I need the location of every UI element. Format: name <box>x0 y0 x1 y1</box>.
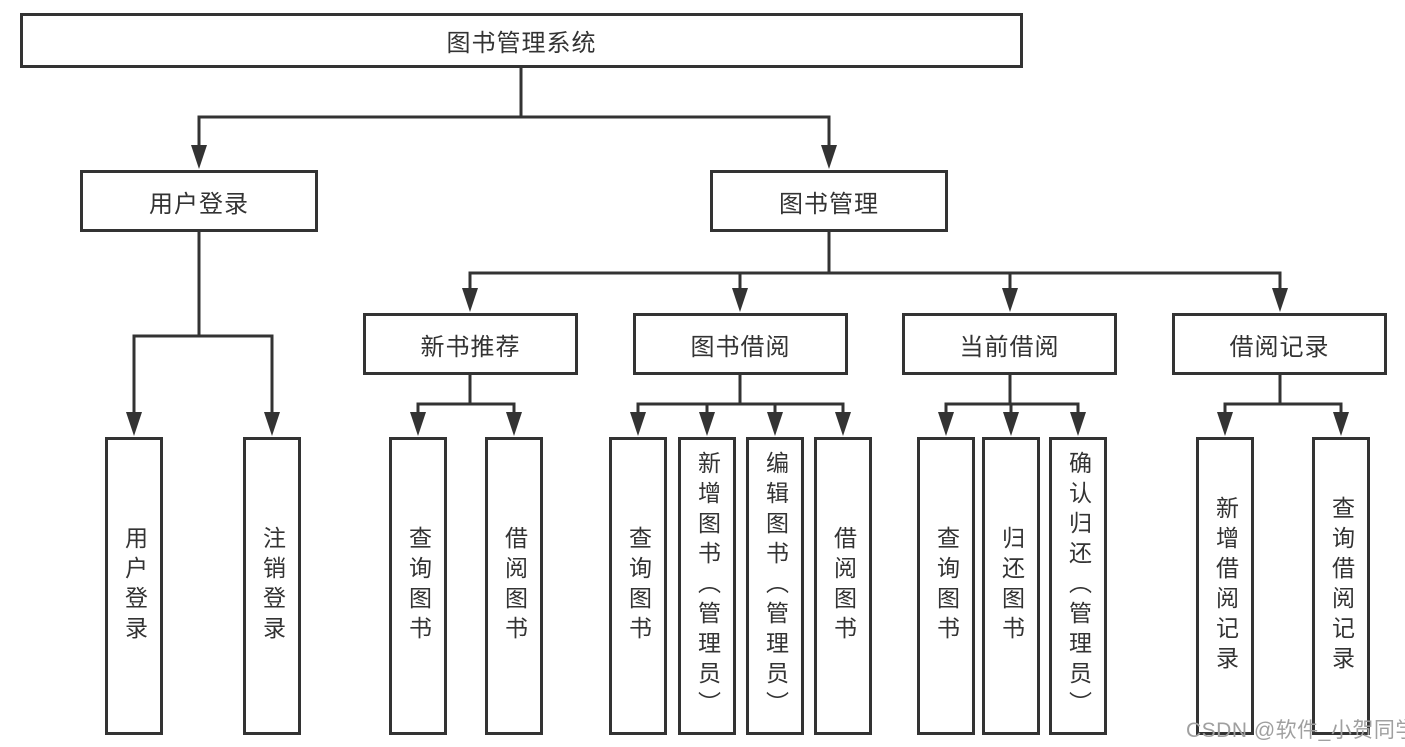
leaf-borrow-books-recommend: 借阅图书 <box>485 437 543 735</box>
node-new-book-recommend: 新书推荐 <box>363 313 578 375</box>
node-book-management-label: 图书管理 <box>779 190 879 218</box>
node-current-borrow: 当前借阅 <box>902 313 1117 375</box>
leaf-edit-book-admin: 编辑图书（管理员） <box>746 437 804 735</box>
leaf-borrow-books: 借阅图书 <box>814 437 872 735</box>
csdn-watermark: CSDN @软件_小贺同学 <box>1186 719 1405 742</box>
leaf-borrow-books-label: 借阅图书 <box>830 526 857 646</box>
node-user-login-label: 用户登录 <box>149 190 249 218</box>
leaf-return-books-label: 归还图书 <box>998 526 1025 646</box>
leaf-query-books-current-label: 查询图书 <box>933 526 960 646</box>
leaf-user-login-label: 用户登录 <box>121 526 148 646</box>
node-new-book-recommend-label: 新书推荐 <box>420 333 521 361</box>
leaf-user-login: 用户登录 <box>105 437 163 735</box>
node-borrow-records: 借阅记录 <box>1172 313 1387 375</box>
leaf-query-books-borrow: 查询图书 <box>609 437 667 735</box>
leaf-query-books-recommend: 查询图书 <box>389 437 447 735</box>
node-root: 图书管理系统 <box>20 13 1023 68</box>
leaf-edit-book-admin-label: 编辑图书（管理员） <box>762 451 789 721</box>
leaf-confirm-return-admin-label: 确认归还（管理员） <box>1065 451 1092 721</box>
leaf-logout-label: 注销登录 <box>259 526 286 646</box>
node-book-borrow-label: 图书借阅 <box>690 333 791 361</box>
leaf-query-books-borrow-label: 查询图书 <box>625 526 652 646</box>
node-book-borrow: 图书借阅 <box>633 313 848 375</box>
leaf-return-books: 归还图书 <box>982 437 1040 735</box>
leaf-add-borrow-record-label: 新增借阅记录 <box>1212 496 1239 676</box>
node-borrow-records-label: 借阅记录 <box>1229 333 1330 361</box>
leaf-query-books-current: 查询图书 <box>917 437 975 735</box>
leaf-borrow-books-recommend-label: 借阅图书 <box>501 526 528 646</box>
leaf-query-borrow-record-label: 查询借阅记录 <box>1328 496 1355 676</box>
leaf-add-book-admin-label: 新增图书（管理员） <box>694 451 721 721</box>
node-current-borrow-label: 当前借阅 <box>959 333 1060 361</box>
leaf-logout: 注销登录 <box>243 437 301 735</box>
node-root-label: 图书管理系统 <box>446 30 597 57</box>
leaf-confirm-return-admin: 确认归还（管理员） <box>1049 437 1107 735</box>
node-user-login: 用户登录 <box>80 170 318 232</box>
leaf-add-borrow-record: 新增借阅记录 <box>1196 437 1254 735</box>
node-book-management: 图书管理 <box>710 170 948 232</box>
leaf-query-books-recommend-label: 查询图书 <box>405 526 432 646</box>
leaf-query-borrow-record: 查询借阅记录 <box>1312 437 1370 735</box>
leaf-add-book-admin: 新增图书（管理员） <box>678 437 736 735</box>
